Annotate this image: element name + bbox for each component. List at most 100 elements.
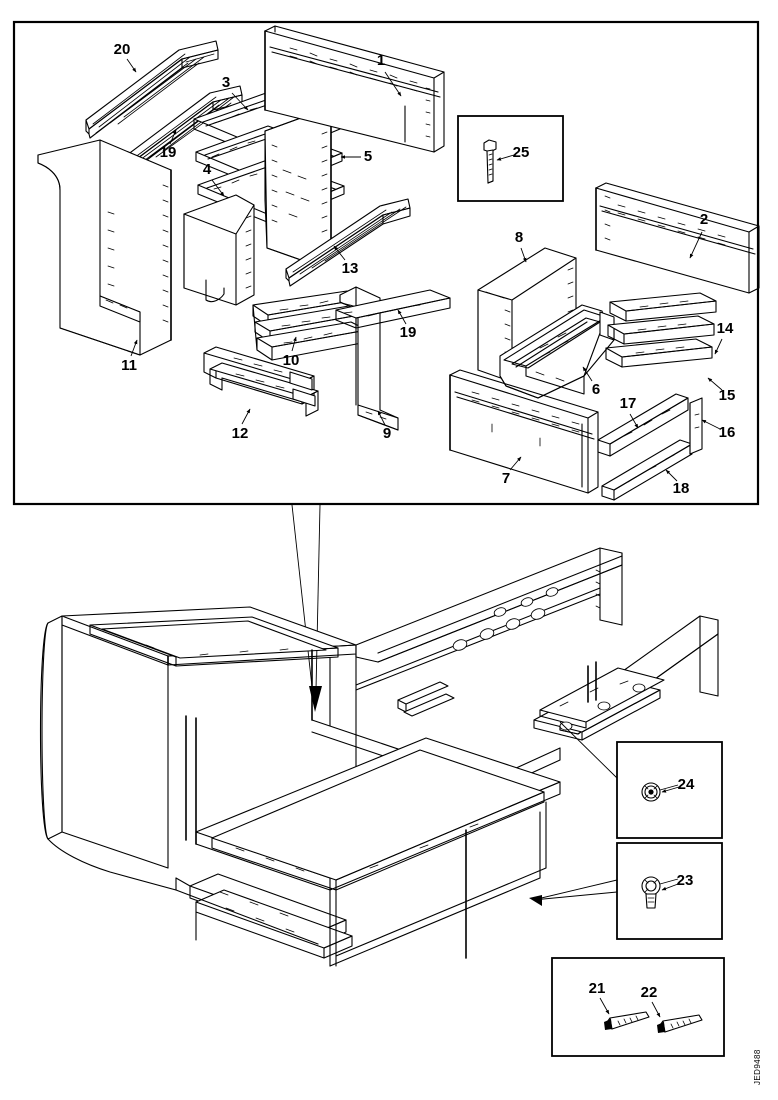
callout-number-11: 11 [121,357,137,374]
callout-strip-rail-15: 15 [707,377,735,404]
callout-number-6: 6 [592,381,600,398]
part-10-channel-member [252,290,368,361]
callout-upper-frame-panel: 3 [222,74,249,111]
callout-hex-bolt-25: 25 [496,144,530,161]
callout-number-9: 9 [383,425,391,442]
callout-small-plate-16: 16 [701,419,736,441]
callout-leader-18 [665,469,678,482]
callout-number-16: 16 [719,424,736,441]
callout-number-7: 7 [502,470,510,487]
callout-strip-rail-14: 14 [714,320,734,355]
callout-number-21: 21 [589,980,606,997]
part-2-long-side-rail-right [595,182,760,294]
part-1-long-side-rail [264,25,445,153]
callout-large-side-plate: 11 [121,339,138,374]
callout-number-3: 3 [222,74,230,91]
callout-strip-rail-20: 20 [114,41,137,73]
callout-leader-7 [509,456,522,471]
callout-leader-1 [384,71,402,97]
callout-cross-channel: 12 [232,408,251,442]
callout-number-22: 22 [641,984,658,1001]
callout-nut-washer-24: 24 [661,776,695,793]
callout-number-5: 5 [364,148,372,165]
callout-leader-21 [599,997,610,1015]
part-7-front-panel [449,369,599,494]
inset-box-fastener-24 [616,741,723,839]
callout-channel-member: 10 [283,336,300,369]
callout-number-17: 17 [620,395,637,412]
exploded-components-panel [12,20,760,506]
callout-leader-20 [126,58,137,73]
drawing-reference: JED9488 [753,1049,762,1085]
callout-leader-17 [629,413,639,429]
callout-long-side-rail-right: 2 [689,211,708,259]
callout-number-25: 25 [513,144,530,161]
callout-leader-19 [169,129,177,145]
callout-leader-10 [291,336,297,352]
callout-number-8: 8 [515,229,523,246]
callout-bracket-angle: 9 [377,410,391,442]
callout-leader-13 [333,245,346,261]
callout-number-20: 20 [114,41,131,58]
callout-number-23: 23 [677,872,694,889]
callout-leader-14 [714,338,723,355]
part-12-cross-channel [203,346,319,417]
part-14-strip-rail [609,292,717,322]
callout-leader-24 [661,786,680,793]
leader-to-inset-23 [529,879,618,906]
callout-leader-16 [701,419,721,430]
callout-number-10: 10 [283,352,300,369]
callout-leader-8 [520,247,527,263]
callout-number-4: 4 [203,161,212,178]
part-15b-strip-rail [605,338,713,368]
callout-leader-19 [397,309,407,325]
callout-small-bolt-22: 22 [641,984,661,1018]
callout-leader-23 [661,883,679,891]
main-frame-assembly [39,547,719,967]
callout-number-18: 18 [673,480,690,497]
callout-strip-rail-13: 13 [333,245,359,277]
hex-bolt-25-icon [483,139,497,184]
callout-leader-3 [231,92,249,111]
callout-number-14: 14 [717,320,734,337]
callout-leader-12 [241,408,251,425]
callout-base-tray: 6 [582,366,600,398]
part-4-end-block [183,194,255,306]
callout-rear-wall-panel: 8 [515,229,527,263]
callout-leader-15 [707,377,723,391]
callout-long-side-rail-upper: 1 [377,52,402,97]
inset-box-fastener-25 [457,115,564,202]
callout-number-12: 12 [232,425,249,442]
callout-leader-9 [377,410,386,426]
part-5-side-wall-panel [264,106,332,261]
callout-number-2: 2 [700,211,708,228]
small-bolt-22-icon [657,1014,703,1033]
part-11-large-side-plate [37,139,172,356]
part-6-base-tray [499,304,615,399]
nut-washer-24-icon [641,782,661,802]
callout-small-bolt-21: 21 [589,980,610,1015]
part-20-strip-rail [85,40,219,139]
callout-leader-11 [130,339,138,357]
callout-number-19: 19 [400,324,417,341]
small-bolt-21-icon [604,1011,650,1030]
part-17-strip-rail [597,393,689,457]
part-13-strip-rail [285,198,411,287]
callout-end-block: 4 [203,161,225,197]
callout-number-19: 19 [160,144,177,161]
callout-number-24: 24 [678,776,695,793]
inset-box-fasteners-21-22 [551,957,725,1057]
part-16-small-plate [689,397,703,455]
callout-leader-25 [496,154,515,161]
part-15-strip-rail [607,315,715,345]
leader-to-inset-24 [559,721,618,779]
callout-flange-bolt-23: 23 [661,872,694,891]
callout-strip-rail-19b: 19 [160,129,177,161]
callout-number-13: 13 [342,260,359,277]
callout-number-1: 1 [377,52,385,69]
callout-leader-22 [651,1001,661,1018]
lower-step-channel [189,873,353,959]
